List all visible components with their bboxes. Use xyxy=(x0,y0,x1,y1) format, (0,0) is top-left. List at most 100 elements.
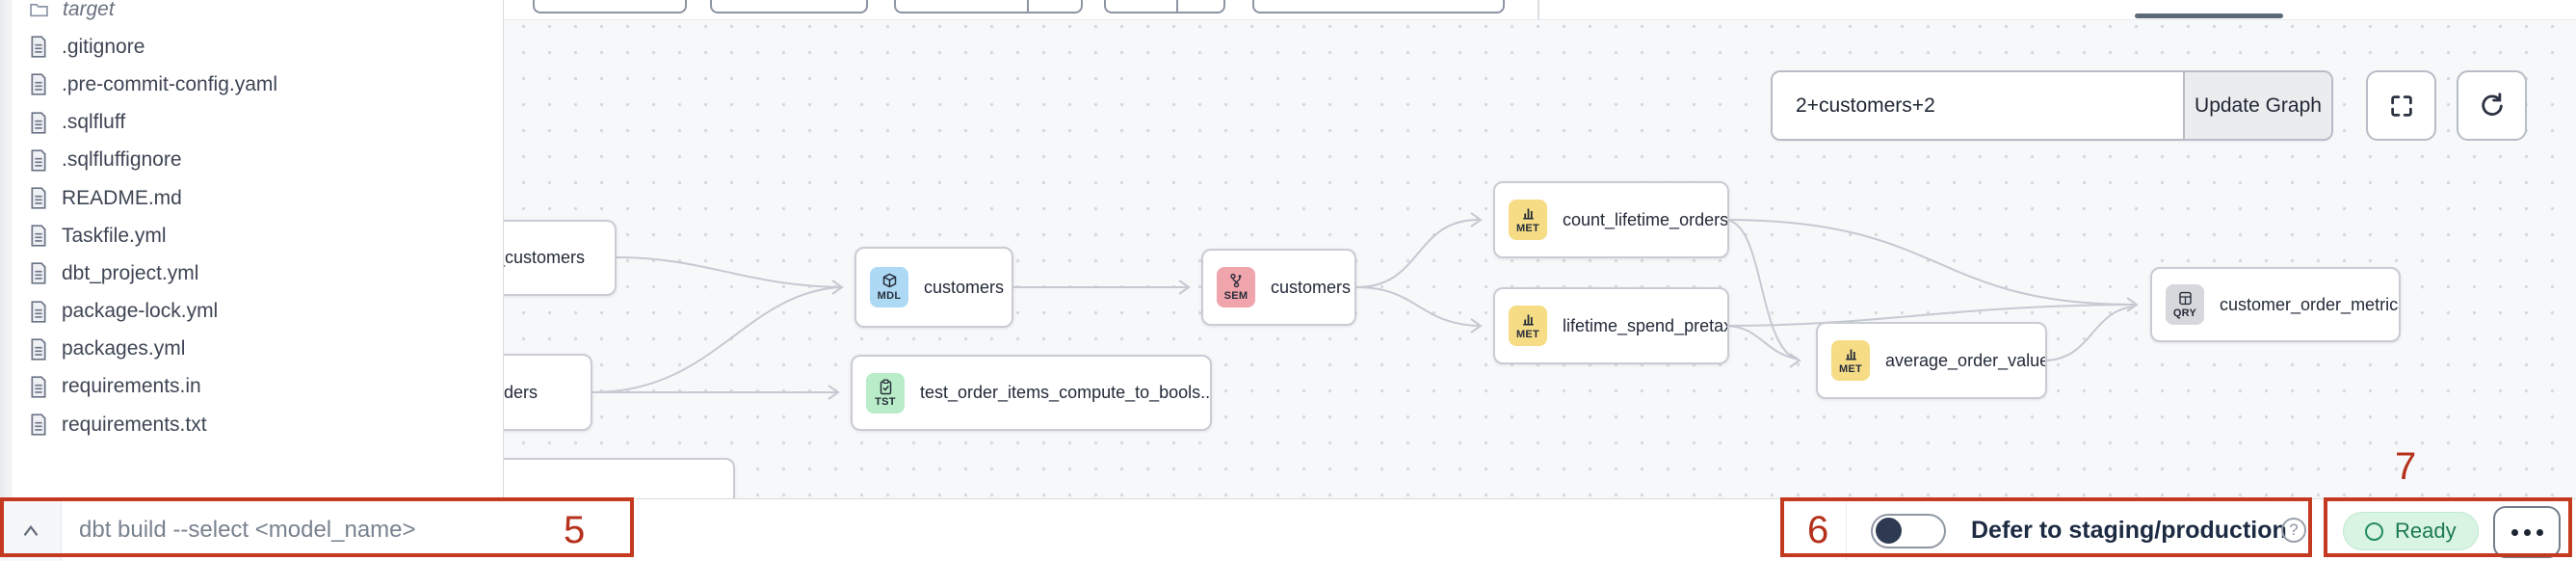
cube-icon xyxy=(882,273,896,288)
bar-chart-icon xyxy=(1845,349,1856,361)
graph-selector-input[interactable] xyxy=(1773,72,2183,139)
panel-edge-strip xyxy=(0,0,13,498)
node-label: customers xyxy=(1271,277,1352,297)
file-name: requirements.in xyxy=(62,375,201,398)
refresh-icon xyxy=(2481,92,2503,116)
file-row-dbt-project[interactable]: dbt_project.yml xyxy=(0,254,503,292)
toolbar-button-cut[interactable] xyxy=(1104,0,1225,13)
file-icon xyxy=(31,73,46,96)
fullscreen-button[interactable] xyxy=(2366,70,2436,141)
file-name: requirements.txt xyxy=(62,413,207,436)
file-icon xyxy=(31,376,46,398)
file-icon xyxy=(31,338,46,361)
lineage-node-customer-order-metrics[interactable]: QRY customer_order_metrics xyxy=(2150,267,2401,342)
file-icon xyxy=(31,262,46,285)
toolbar-button-cut[interactable] xyxy=(894,0,1083,13)
toggle-knob xyxy=(1876,518,1902,544)
semantic-graph-icon xyxy=(1229,273,1241,288)
canvas-top-strip xyxy=(503,0,2576,20)
status-ring-icon xyxy=(2365,521,2383,541)
file-row-taskfile[interactable]: Taskfile.yml xyxy=(0,217,503,254)
file-icon xyxy=(31,36,46,58)
file-list: target .gitignore .pre-commit-config.yam… xyxy=(0,0,503,443)
saved-query-badge: QRY xyxy=(2166,284,2204,325)
bar-divider xyxy=(1846,499,1847,561)
chevron-up-icon xyxy=(23,524,38,536)
dot-icon xyxy=(2510,528,2518,536)
active-tab-underline xyxy=(2135,13,2283,18)
file-name: .gitignore xyxy=(62,35,145,58)
clipboard-check-icon xyxy=(880,379,891,394)
file-row-sqlfluff[interactable]: .sqlfluff xyxy=(0,104,503,142)
file-icon xyxy=(31,187,46,209)
lineage-node-customers-model[interactable]: MDL customers xyxy=(854,247,1013,328)
file-row-sqlfluffignore[interactable]: .sqlfluffignore xyxy=(0,142,503,179)
refresh-button[interactable] xyxy=(2457,70,2527,141)
command-bar: Defer to staging/production ? Ready xyxy=(0,498,2576,561)
file-icon xyxy=(31,112,46,134)
dbt-command-input[interactable] xyxy=(77,507,620,553)
node-label: average_order_value xyxy=(1885,350,2047,370)
panel-divider xyxy=(1538,0,1539,19)
lineage-node-lifetime-spend-pretax[interactable]: MET lifetime_spend_pretax xyxy=(1493,287,1729,364)
file-explorer-panel: target .gitignore .pre-commit-config.yam… xyxy=(0,0,504,498)
node-label: customer_order_metrics xyxy=(2220,294,2401,314)
lineage-canvas[interactable]: stg_customers orders MDL customers TST t… xyxy=(503,0,2576,498)
node-label: orders xyxy=(503,382,539,402)
lineage-node-average-order-value[interactable]: MET average_order_value xyxy=(1816,322,2047,399)
file-row-readme[interactable]: README.md xyxy=(0,179,503,217)
file-row-requirements-in[interactable]: requirements.in xyxy=(0,368,503,406)
table-sheet-icon xyxy=(2178,291,2192,306)
update-graph-button[interactable]: Update Graph xyxy=(2183,72,2331,139)
semantic-model-badge: SEM xyxy=(1217,267,1255,307)
defer-label: Defer to staging/production xyxy=(1971,517,2287,544)
file-name: .sqlfluff xyxy=(62,111,126,134)
bar-chart-icon xyxy=(1522,314,1534,326)
dot-icon xyxy=(2523,528,2531,536)
file-name: target xyxy=(63,0,115,20)
metric-badge: MET xyxy=(1831,340,1870,381)
node-label: test_order_items_compute_to_bools... xyxy=(920,383,1212,402)
fullscreen-icon xyxy=(2390,94,2412,117)
toolbar-button-cut[interactable] xyxy=(533,0,687,13)
collapse-panel-button[interactable] xyxy=(0,499,62,561)
file-name: README.md xyxy=(62,186,182,209)
node-label: count_lifetime_orders xyxy=(1563,209,1729,229)
metric-badge: MET xyxy=(1509,200,1547,240)
node-label: lifetime_spend_pretax xyxy=(1563,315,1729,335)
lineage-node-count-lifetime-orders[interactable]: MET count_lifetime_orders xyxy=(1493,181,1729,258)
file-icon xyxy=(31,300,46,323)
test-badge: TST xyxy=(866,372,905,414)
file-row-gitignore[interactable]: .gitignore xyxy=(0,28,503,66)
status-badge: Ready xyxy=(2343,512,2479,550)
file-row-requirements-txt[interactable]: requirements.txt xyxy=(0,406,503,443)
lineage-node-customers-semantic[interactable]: SEM customers xyxy=(1201,249,1356,326)
dot-icon xyxy=(2536,528,2543,536)
node-label: stg_customers xyxy=(503,248,586,267)
node-label: customers xyxy=(924,277,1005,297)
file-row-pre-commit-config[interactable]: .pre-commit-config.yaml xyxy=(0,66,503,103)
toolbar-button-cut[interactable] xyxy=(710,0,868,13)
file-name: .pre-commit-config.yaml xyxy=(62,72,278,95)
model-badge: MDL xyxy=(870,267,908,307)
metric-badge: MET xyxy=(1509,306,1547,346)
lineage-node-test-order-items[interactable]: TST test_order_items_compute_to_bools... xyxy=(851,355,1212,431)
file-row-target[interactable]: target xyxy=(0,0,503,28)
lineage-node-cutoff-bottom[interactable] xyxy=(503,458,735,498)
toolbar-button-cut[interactable] xyxy=(1252,0,1505,13)
file-name: dbt_project.yml xyxy=(62,261,199,284)
defer-toggle[interactable] xyxy=(1871,514,1946,548)
file-icon xyxy=(31,149,46,172)
graph-selector-group: Update Graph xyxy=(1771,70,2333,141)
help-icon[interactable]: ? xyxy=(2281,518,2306,543)
lineage-edges xyxy=(591,212,2139,400)
file-row-package-lock[interactable]: package-lock.yml xyxy=(0,293,503,331)
status-text: Ready xyxy=(2395,519,2457,543)
lineage-node-stg-customers[interactable]: stg_customers xyxy=(503,220,617,296)
file-name: Taskfile.yml xyxy=(62,224,167,247)
more-options-button[interactable] xyxy=(2493,506,2561,558)
file-row-packages[interactable]: packages.yml xyxy=(0,331,503,368)
lineage-node-orders[interactable]: orders xyxy=(503,354,592,431)
file-name: packages.yml xyxy=(62,337,186,361)
